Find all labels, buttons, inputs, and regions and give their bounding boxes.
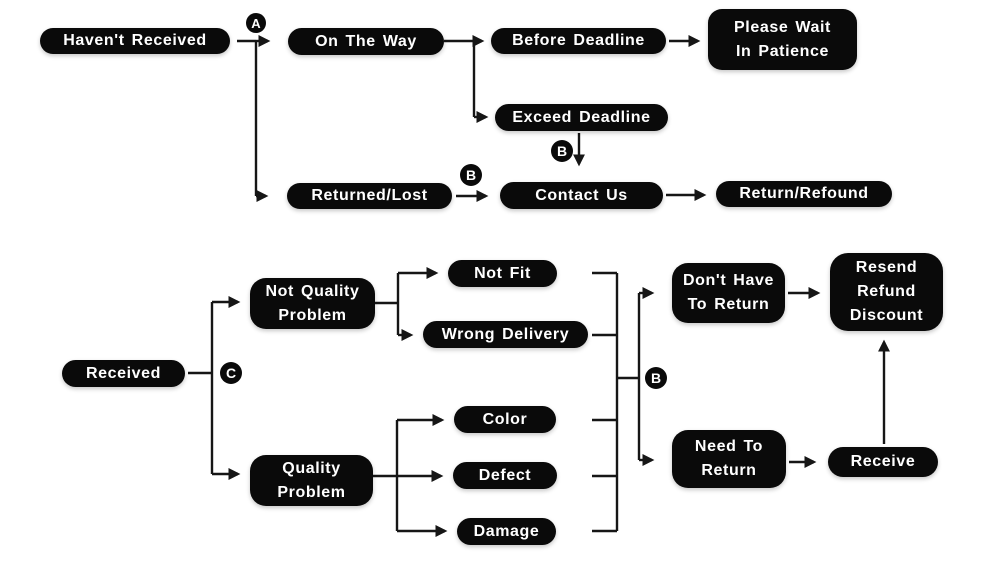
node-dont-have-to-return: Don't Have To Return: [672, 263, 785, 323]
badge-b-exceed-contact: B: [551, 140, 573, 162]
connector-group: [188, 35, 890, 537]
node-color: Color: [454, 406, 556, 433]
node-returned-lost: Returned/Lost: [287, 183, 452, 209]
node-please-wait-in-patience: Please Wait In Patience: [708, 9, 857, 70]
connector-b-branch: [617, 293, 641, 460]
connector-quality-branch: [373, 420, 399, 531]
node-received: Received: [62, 360, 185, 387]
node-not-fit: Not Fit: [448, 260, 557, 287]
node-exceed-deadline: Exceed Deadline: [495, 104, 668, 131]
connector-ontheway-branch: [444, 39, 476, 117]
node-need-to-return: Need To Return: [672, 430, 786, 488]
node-receive: Receive: [828, 447, 938, 477]
node-return-refound: Return/Refound: [716, 181, 892, 207]
node-wrong-delivery: Wrong Delivery: [423, 321, 588, 348]
node-before-deadline: Before Deadline: [491, 28, 666, 54]
badge-c: C: [220, 362, 242, 384]
connector-collector-stubs: [592, 271, 617, 533]
badge-b-collector: B: [645, 367, 667, 389]
node-resend-refund-discount: Resend Refund Discount: [830, 253, 943, 331]
node-damage: Damage: [457, 518, 556, 545]
badge-a: A: [246, 13, 266, 33]
connector-notquality-branch: [375, 273, 400, 335]
node-havent-received: Haven't Received: [40, 28, 230, 54]
node-quality-problem: Quality Problem: [250, 455, 373, 506]
node-not-quality-problem: Not Quality Problem: [250, 278, 375, 329]
badge-b-returned-contact: B: [460, 164, 482, 186]
node-contact-us: Contact Us: [500, 182, 663, 209]
node-defect: Defect: [453, 462, 557, 489]
node-on-the-way: On The Way: [288, 28, 444, 55]
